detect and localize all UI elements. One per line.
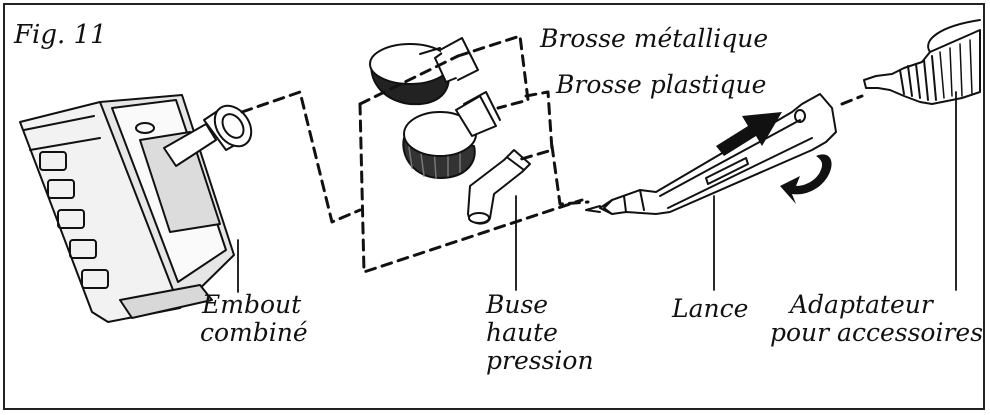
connector-lines	[240, 34, 864, 274]
lance-drawing	[585, 93, 837, 215]
label-brosse-plastique: Brosse plastique	[556, 70, 767, 99]
label-brosse-metallique: Brosse métallique	[540, 24, 769, 53]
label-embout-line2: combiné	[200, 318, 308, 347]
embout-combine-drawing	[19, 94, 253, 323]
curved-arrow-icon	[780, 154, 832, 204]
figure-label: Fig. 11	[14, 20, 107, 50]
label-buse-line1: Buse	[486, 290, 549, 319]
label-adaptateur-line1: Adaptateur	[790, 290, 933, 319]
label-lance: Lance	[672, 294, 749, 323]
push-arrow-icon	[716, 112, 782, 156]
label-buse-line2: haute	[486, 318, 558, 347]
adaptateur-drawing	[863, 19, 981, 105]
label-embout-line1: Embout	[202, 290, 302, 319]
brosse-plastique-drawing	[402, 91, 501, 179]
label-buse-line3: pression	[486, 346, 594, 375]
leader-lines	[237, 91, 957, 293]
label-adaptateur-line2: pour accessoires	[770, 318, 984, 347]
buse-haute-pression-drawing	[467, 149, 531, 225]
